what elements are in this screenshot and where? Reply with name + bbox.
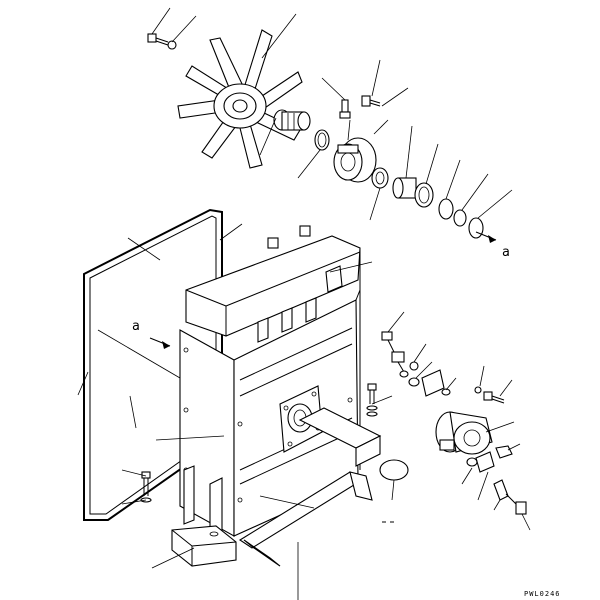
sensor-plug [339, 99, 351, 119]
fan-spacer [273, 109, 311, 131]
bearing-parts [371, 167, 484, 239]
o-ring [314, 129, 330, 151]
view-label-a-right: a [502, 245, 510, 260]
small-fittings [408, 361, 451, 397]
small-bolt-pair [361, 95, 381, 107]
view-arrow-a-left: a [132, 319, 171, 349]
bottom-bolt [140, 471, 152, 503]
pulley-housing [333, 137, 377, 183]
seal-disc [379, 459, 409, 481]
leader-lines-shroud [121, 261, 395, 600]
temperature-switch [381, 331, 409, 378]
elbow-fittings [466, 445, 527, 515]
lower-brace [298, 407, 382, 467]
view-arrow-a-right: a [475, 231, 510, 260]
leader-lines-top [151, 7, 513, 221]
view-label-a-left: a [132, 319, 140, 334]
fan-bolt [147, 33, 177, 50]
side-bolt [366, 383, 378, 417]
drawing-code: PWL0246 [524, 590, 561, 598]
hydraulic-motor [435, 411, 493, 455]
motor-bolt [474, 386, 505, 404]
shroud-bottom-bar [238, 471, 373, 567]
leader-lines-right [387, 311, 531, 531]
fan [177, 29, 303, 169]
